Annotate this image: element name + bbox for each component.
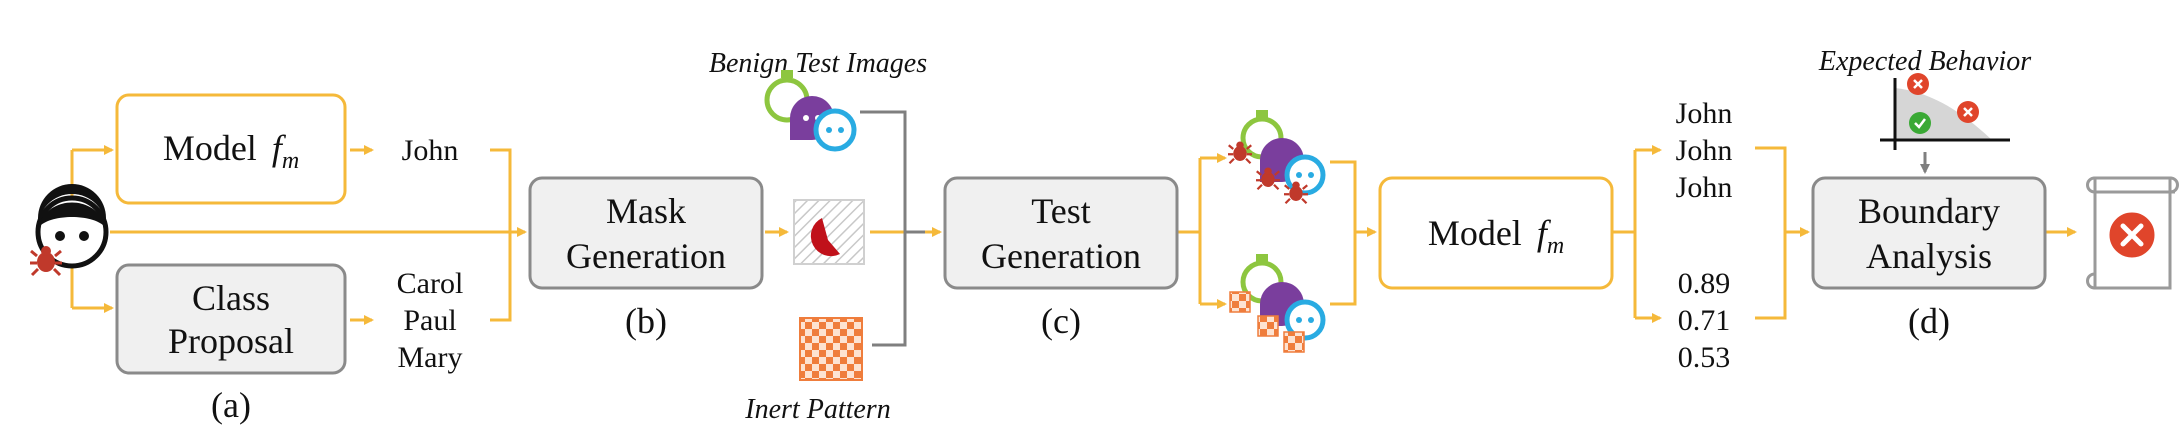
check-circle-icon <box>1909 112 1931 134</box>
checkerboard-icon <box>799 317 863 381</box>
model-output-label: John <box>402 134 459 167</box>
expected-behavior-plot-icon <box>1880 73 2010 150</box>
benign-images-label: Benign Test Images <box>709 48 927 79</box>
benign-images-icon <box>764 70 857 152</box>
expected-behavior-label: Expected Behavior <box>1818 46 2031 77</box>
model2-subscript: m <box>1547 233 1564 259</box>
generated-tests-trojan-icon <box>1226 110 1326 205</box>
x-circle-icon <box>1957 101 1979 123</box>
svg-text:Model fm: Model fm <box>1428 213 1564 259</box>
model-subscript: m <box>282 148 299 174</box>
boundary-analysis-box[interactable]: Boundary Analysis <box>1811 176 2047 290</box>
speech-bubble-icon <box>813 108 857 152</box>
test-gen-line1: Test <box>1031 191 1090 231</box>
inert-pattern-label: Inert Pattern <box>744 394 890 425</box>
scroll-icon <box>2086 176 2179 290</box>
pattern-connectors <box>860 110 1930 347</box>
model-box[interactable]: Model fm <box>115 93 347 205</box>
mask-pattern-icon <box>793 199 865 265</box>
svg-text:Model fm: Model fm <box>163 128 299 174</box>
caption-c: (c) <box>1041 301 1081 341</box>
class-proposal-line1: Class <box>192 278 270 318</box>
output-score-purple: 0.71 <box>1678 304 1731 337</box>
mask-gen-line1: Mask <box>606 191 686 231</box>
connectors <box>70 145 2077 325</box>
output-score-blue: 0.53 <box>1678 341 1731 374</box>
proposal-name-2: Paul <box>403 304 456 337</box>
test-generation-box[interactable]: Test Generation <box>943 176 1179 290</box>
output-label-green: John <box>1676 97 1733 130</box>
output-label-purple: John <box>1676 134 1733 167</box>
x-circle-icon <box>1907 73 1929 95</box>
model2-label: Model <box>1428 213 1522 253</box>
output-label-blue: John <box>1676 171 1733 204</box>
mask-gen-line2: Generation <box>566 236 726 276</box>
class-proposal-box[interactable]: Class Proposal <box>115 263 347 375</box>
model-box-2[interactable]: Model fm <box>1378 176 1614 290</box>
proposal-name-3: Mary <box>398 341 463 374</box>
generated-tests-inert-icon <box>1229 254 1326 353</box>
caption-a: (a) <box>211 385 251 425</box>
boundary-line1: Boundary <box>1858 191 2000 231</box>
proposal-name-1: Carol <box>397 267 464 300</box>
test-gen-line2: Generation <box>981 236 1141 276</box>
model-label: Model <box>163 128 257 168</box>
x-circle-icon <box>2106 209 2158 261</box>
caption-b: (b) <box>625 301 667 341</box>
caption-d: (d) <box>1908 301 1950 341</box>
output-score-green: 0.89 <box>1678 267 1731 300</box>
class-proposal-line2: Proposal <box>168 321 294 361</box>
user-face-icon <box>35 184 109 269</box>
boundary-line2: Analysis <box>1866 236 1992 276</box>
mask-generation-box[interactable]: Mask Generation <box>528 176 764 290</box>
